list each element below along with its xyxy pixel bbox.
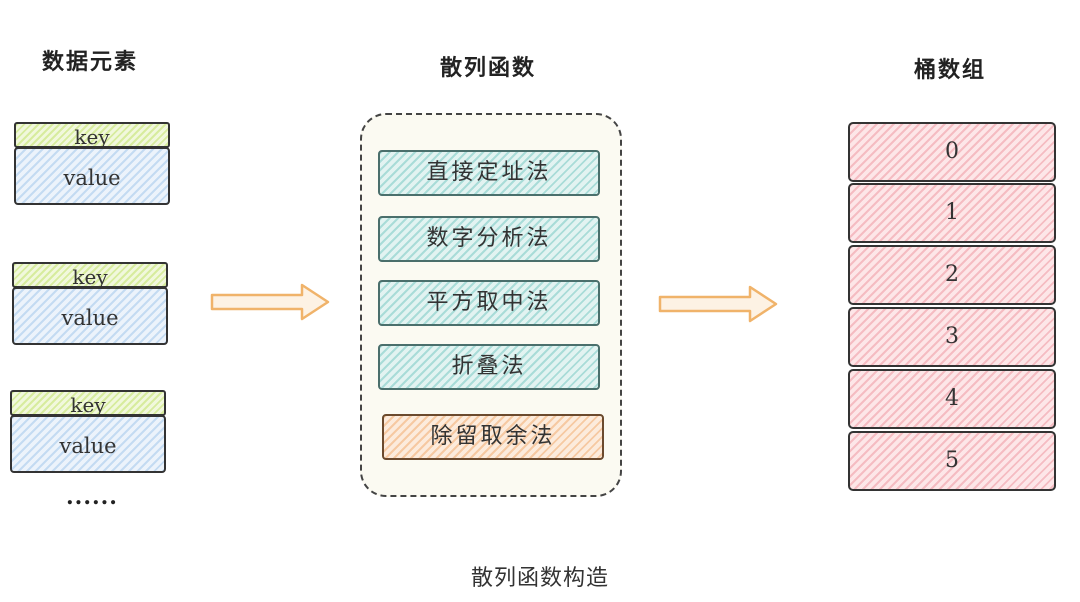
bucket-0: 0 [848,122,1056,182]
hash-method-mid-square: 平方取中法 [378,280,600,326]
hash-method-digit-analysis: 数字分析法 [378,216,600,262]
bucket-2: 2 [848,245,1056,305]
hash-function-panel: 直接定址法 数字分析法 平方取中法 折叠法 除留取余法 [360,113,622,497]
heading-bucket-array: 桶数组 [914,57,987,83]
element-value: value [12,287,168,345]
hash-method-direct-addressing: 直接定址法 [378,150,600,196]
figure-caption: 散列函数构造 [470,566,609,591]
bucket-3: 3 [848,307,1056,367]
data-element-1: key value [14,122,170,205]
arrow-right-icon [658,285,778,323]
element-key: key [12,262,168,289]
bucket-5: 5 [848,431,1056,491]
element-key: key [10,390,166,417]
bucket-1: 1 [848,183,1056,243]
arrow-right-icon [210,283,330,321]
hash-method-folding: 折叠法 [378,344,600,390]
element-value: value [10,415,166,473]
data-element-3: key value [10,390,166,473]
hash-method-division: 除留取余法 [382,414,604,460]
element-key: key [14,122,170,149]
heading-data-elements: 数据元素 [42,49,139,75]
element-value: value [14,147,170,205]
more-elements-ellipsis: ...... [66,484,118,510]
bucket-4: 4 [848,369,1056,429]
data-element-2: key value [12,262,168,345]
heading-hash-function: 散列函数 [440,55,537,81]
